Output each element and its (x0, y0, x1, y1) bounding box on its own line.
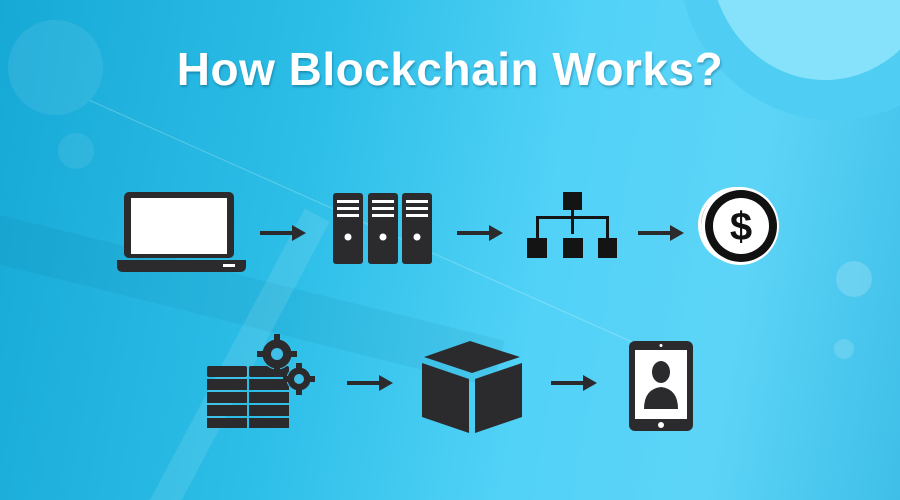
arrow-right-icon (347, 375, 393, 391)
decor-bubble (8, 20, 103, 115)
arrow-right-icon (260, 225, 306, 241)
dollar-coin-icon: $ (698, 187, 779, 265)
database-gears-icon (207, 334, 315, 428)
servers-icon (333, 193, 432, 264)
decor-bubble (58, 133, 94, 169)
arrow-right-icon (638, 225, 684, 241)
laptop-icon (117, 192, 246, 272)
tablet-user-icon (629, 341, 693, 431)
decor-bubble (836, 261, 872, 297)
arrow-right-icon (457, 225, 503, 241)
page-title: How Blockchain Works? (176, 43, 724, 95)
svg-text:$: $ (730, 205, 752, 249)
block-cube-icon (422, 341, 522, 433)
decor-bubble (834, 339, 854, 359)
network-hierarchy-icon (527, 192, 617, 258)
arrow-right-icon (551, 375, 597, 391)
